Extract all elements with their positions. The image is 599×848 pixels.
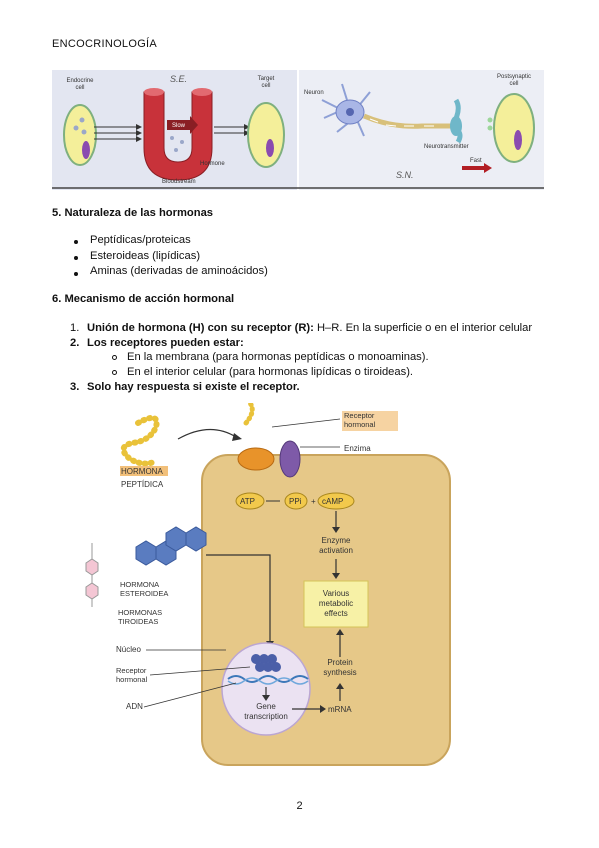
enzyme [279, 440, 301, 478]
nuclear-receptor [251, 654, 281, 672]
ppi-label: PPi [289, 497, 302, 506]
hormone-label: Hormone [200, 161, 225, 167]
postsynaptic-cell [493, 93, 535, 163]
thyroid-hormone-icon [85, 543, 99, 607]
nucleo-label: Núcleo [116, 645, 141, 654]
sub-list-item: En el interior celular (para hormonas li… [127, 366, 414, 378]
target-cell [247, 102, 285, 168]
plus-label: + [311, 497, 316, 506]
handwritten-se: S.E. [170, 74, 187, 84]
list-item: Esteroideas (lipídicas) [90, 250, 201, 262]
sub-list-item: En la membrana (para hormonas peptídicas… [127, 351, 429, 363]
atp-label: ATP [240, 497, 255, 506]
slow-label: Slow [172, 123, 186, 129]
page-number: 2 [296, 800, 303, 812]
adn-label: ADN [126, 702, 143, 711]
bloodstream-label: Bloodstream [162, 179, 196, 185]
neuron-label: Neuron [304, 90, 324, 96]
handwritten-sn: S.N. [396, 170, 414, 180]
peptidica-label: PEPTÍDICA [121, 480, 164, 489]
list-item: Solo hay respuesta si existe el receptor… [87, 381, 300, 393]
endocrine-cell [63, 104, 97, 166]
list-item: Aminas (derivadas de aminoácidos) [90, 265, 268, 277]
steroid-hormone-icon [135, 526, 207, 566]
list-item: Peptídicas/proteicas [90, 234, 191, 246]
neuron-illustration [321, 83, 463, 144]
list-item: Unión de hormona (H) con su receptor (R)… [87, 322, 533, 334]
membrane-receptor [237, 447, 275, 471]
section6-title: 6. Mecanismo de acción hormonal [52, 293, 235, 305]
document-header: ENCOCRINOLOGÍA [52, 38, 158, 50]
neurotransmitter-label: Neurotransmitter [424, 144, 469, 150]
list-item: Los receptores pueden estar: [87, 337, 244, 349]
fast-label: Fast [470, 158, 482, 164]
hormona-label: HORMONA [121, 467, 163, 476]
dna-strand [227, 675, 309, 683]
enzima-label: Enzima [344, 444, 371, 453]
section5-title: 5. Naturaleza de las hormonas [52, 207, 214, 219]
mrna-label: mRNA [328, 705, 352, 714]
hormona-highlight [120, 466, 168, 476]
peptide-hormone-icon [120, 414, 160, 467]
camp-label: cAMP [322, 497, 343, 506]
